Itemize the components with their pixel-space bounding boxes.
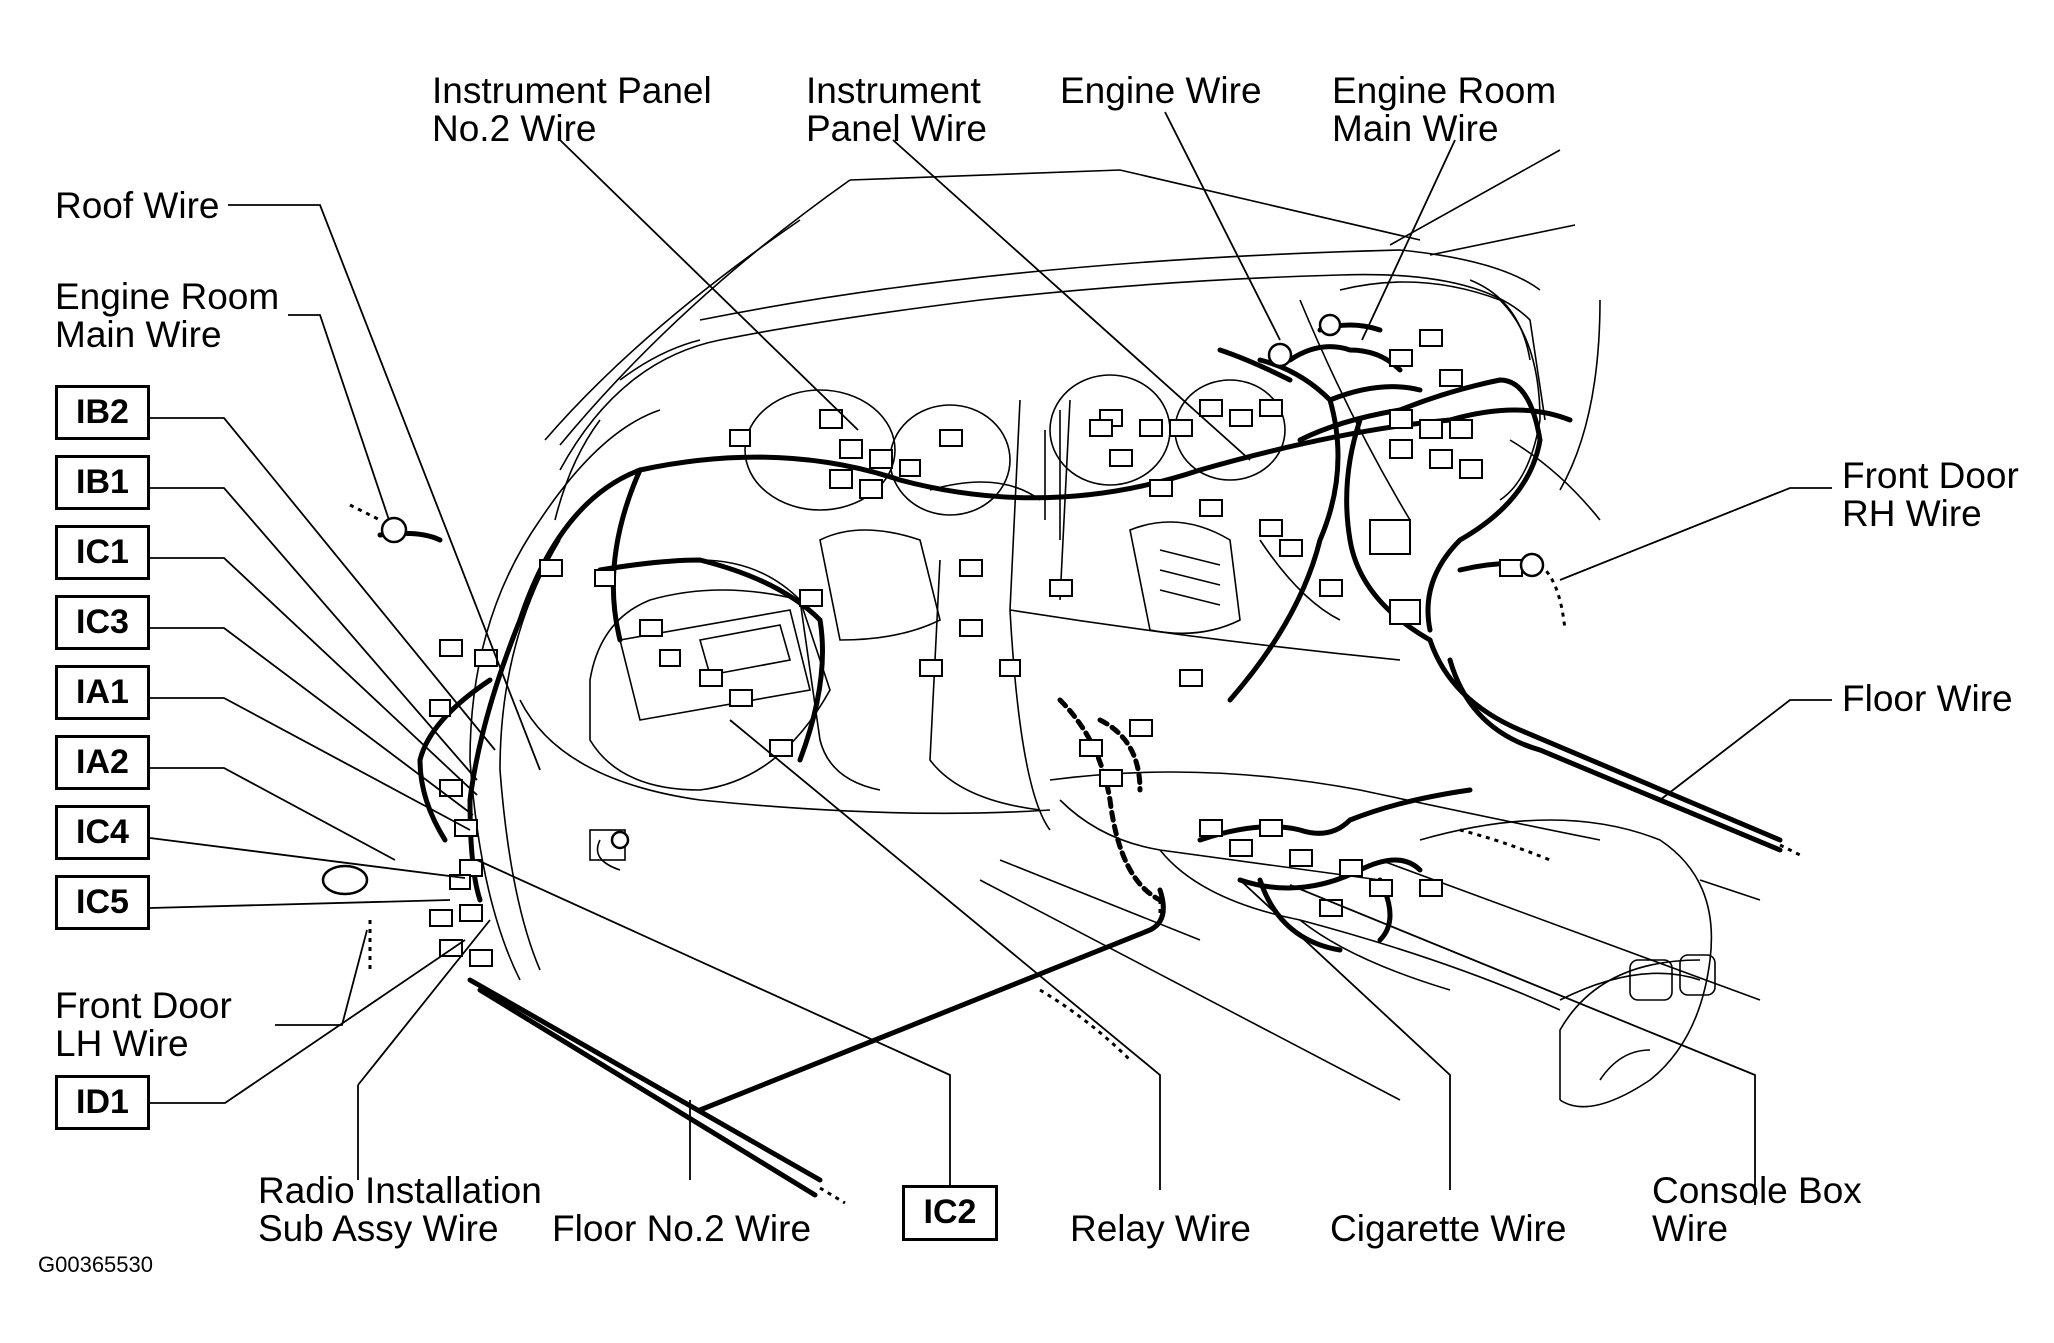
grommets	[321, 313, 1545, 896]
label-console-box-wire: Console Box Wire	[1652, 1172, 1862, 1248]
label-relay-wire: Relay Wire	[1070, 1208, 1251, 1249]
label-line: Wire	[1652, 1208, 1729, 1249]
label-floor-wire: Floor Wire	[1842, 678, 2013, 719]
label-cigarette-wire: Cigarette Wire	[1330, 1208, 1567, 1249]
callout-ic5: IC5	[55, 875, 150, 930]
label-line: Sub Assy Wire	[258, 1208, 499, 1249]
connectors	[429, 329, 1523, 967]
label-engine-room-main-wire-left: Engine Room Main Wire	[55, 278, 279, 354]
figure-code: G00365530	[38, 1252, 153, 1277]
callout-ia1: IA1	[55, 665, 150, 720]
label-line: RH Wire	[1842, 493, 1982, 534]
label-line: Instrument Panel	[432, 70, 712, 111]
label-line: No.2 Wire	[432, 108, 597, 149]
label-line: Engine Room	[1332, 70, 1557, 111]
callout-ib1: IB1	[55, 455, 150, 510]
label-instrument-panel-wire: Instrument Panel Wire	[806, 72, 987, 148]
label-line: Main Wire	[55, 314, 222, 355]
callout-ia2: IA2	[55, 735, 150, 790]
callout-id1: ID1	[55, 1075, 150, 1130]
wire-harness-dashed	[349, 503, 1801, 1205]
leader-lines	[149, 111, 1832, 1205]
label-line: Front Door	[1842, 455, 2019, 496]
label-engine-wire: Engine Wire	[1060, 70, 1262, 111]
callout-ic4: IC4	[55, 805, 150, 860]
wire-harness-thick	[377, 322, 1783, 1198]
label-front-door-rh-wire: Front Door RH Wire	[1842, 457, 2019, 533]
vehicle-body-outline	[469, 149, 1761, 1108]
label-front-door-lh-wire: Front Door LH Wire	[55, 987, 232, 1063]
label-line: Engine Room	[55, 276, 280, 317]
label-line: Main Wire	[1332, 108, 1499, 149]
callout-ib2: IB2	[55, 385, 150, 440]
label-line: Console Box	[1652, 1170, 1862, 1211]
label-radio-installation-sub-assy-wire: Radio Installation Sub Assy Wire	[258, 1172, 542, 1248]
label-floor-no2-wire: Floor No.2 Wire	[552, 1208, 812, 1249]
callout-ic2: IC2	[902, 1185, 998, 1241]
label-roof-wire: Roof Wire	[55, 185, 220, 226]
callout-ic3: IC3	[55, 595, 150, 650]
label-line: Instrument	[806, 70, 981, 111]
label-line: Front Door	[55, 985, 232, 1026]
label-line: LH Wire	[55, 1023, 189, 1064]
label-line: Panel Wire	[806, 108, 987, 149]
label-instrument-panel-no2-wire: Instrument Panel No.2 Wire	[432, 72, 712, 148]
callout-ic1: IC1	[55, 525, 150, 580]
label-engine-room-main-wire-top: Engine Room Main Wire	[1332, 72, 1556, 148]
label-line: Radio Installation	[258, 1170, 542, 1211]
